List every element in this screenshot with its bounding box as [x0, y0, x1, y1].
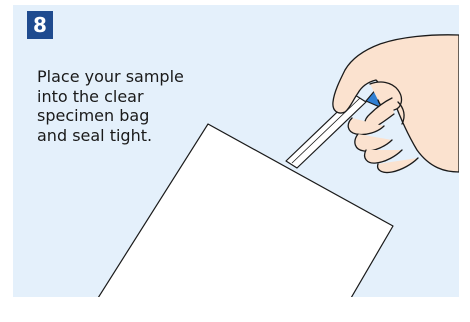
hand-illustration [333, 35, 459, 173]
specimen-bag-illustration [98, 124, 393, 298]
